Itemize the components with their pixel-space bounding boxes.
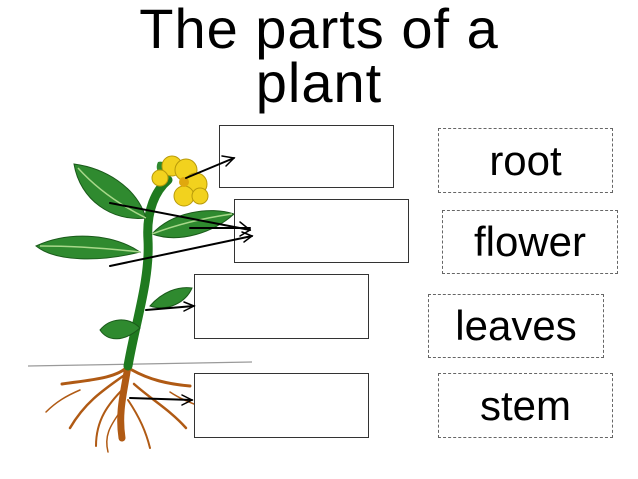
label-box-flower[interactable] — [219, 125, 394, 188]
label-box-stem[interactable] — [194, 274, 369, 339]
flower — [151, 155, 209, 207]
ground-line — [27, 361, 253, 367]
leaf-upper-left — [73, 163, 147, 219]
roots — [45, 362, 205, 453]
page-title: The parts of a plant — [139, 0, 499, 114]
label-box-leaves[interactable] — [234, 199, 409, 263]
word-card-root[interactable]: root — [438, 128, 613, 193]
word-card-flower[interactable]: flower — [442, 210, 618, 274]
leaf-right — [151, 210, 235, 238]
label-box-root[interactable] — [194, 373, 369, 438]
word-card-leaves[interactable]: leaves — [428, 294, 604, 358]
leaf-lower-right — [149, 287, 193, 309]
word-card-stem[interactable]: stem — [438, 373, 613, 438]
leaf-lower-left — [99, 319, 141, 340]
